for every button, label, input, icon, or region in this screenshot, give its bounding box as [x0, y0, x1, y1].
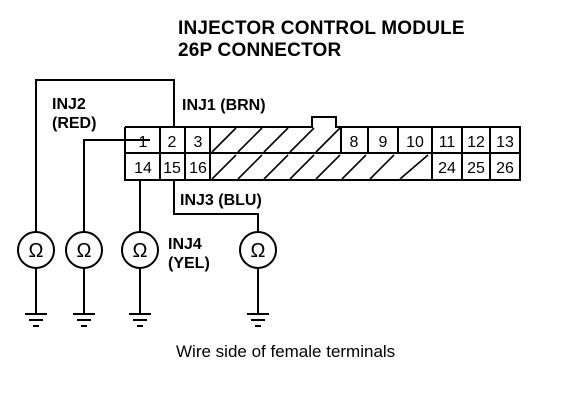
terminal-16: 16	[189, 160, 207, 177]
top-row-dividers	[159, 127, 491, 153]
ground-symbol-4	[247, 313, 269, 327]
inj2-label-name: INJ2	[52, 96, 86, 113]
diagram-caption: Wire side of female terminals	[176, 342, 396, 361]
ohm-icon-1: Ω	[29, 240, 44, 262]
terminal-13: 13	[496, 134, 514, 151]
terminal-15: 15	[163, 160, 181, 177]
inj4-label-name: INJ4	[168, 236, 202, 253]
terminal-8: 8	[350, 134, 359, 151]
inj2-label-color: (RED)	[52, 115, 97, 132]
ohm-icon-2: Ω	[77, 240, 92, 262]
inj1-label: INJ1 (BRN)	[182, 97, 266, 114]
terminal-2: 2	[168, 134, 177, 151]
terminal-11: 11	[439, 134, 456, 151]
wire-inj2	[83, 139, 150, 232]
diagram-title-line1: INJECTOR CONTROL MODULE	[178, 18, 465, 39]
connector-outline	[124, 116, 521, 181]
terminal-24: 24	[438, 160, 456, 177]
terminal-25: 25	[467, 160, 485, 177]
ground-symbol-1	[25, 313, 47, 327]
wire-inj3	[173, 180, 259, 232]
terminal-3: 3	[194, 134, 203, 151]
inj4-label-color: (YEL)	[168, 255, 210, 272]
terminal-26: 26	[496, 160, 514, 177]
terminal-9: 9	[379, 134, 388, 151]
inj3-label: INJ3 (BLU)	[180, 192, 262, 209]
terminal-10: 10	[406, 134, 424, 151]
diagram-title-line2: 26P CONNECTOR	[178, 40, 342, 61]
ohm-icon-3: Ω	[133, 240, 148, 262]
bottom-row-dividers	[159, 153, 491, 180]
unused-cavity-hatching	[211, 127, 429, 180]
terminal-14: 14	[134, 160, 152, 177]
terminal-1: 1	[139, 134, 148, 151]
ground-symbol-2	[73, 313, 95, 327]
ohm-icon-4: Ω	[251, 240, 266, 262]
terminal-12: 12	[467, 134, 485, 151]
wire-inj1	[35, 79, 175, 232]
ground-symbol-3	[129, 313, 151, 327]
